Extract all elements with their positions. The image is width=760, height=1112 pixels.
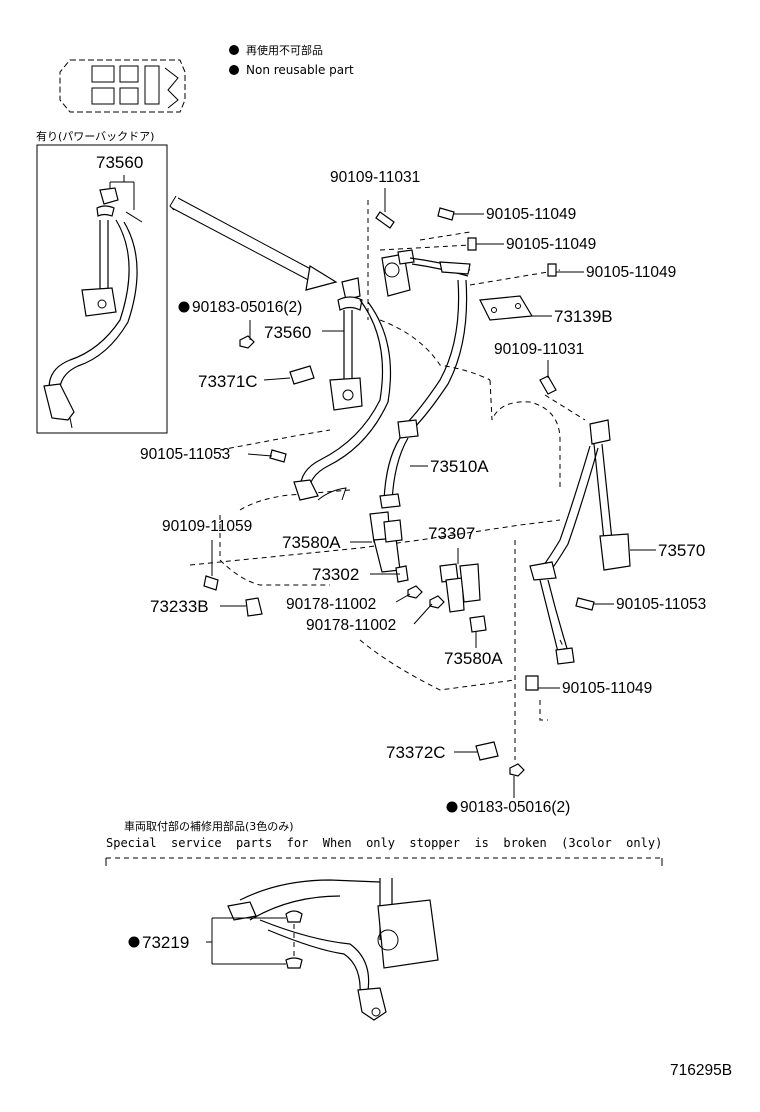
- part-label-90105-11049-d: 90105-11049: [562, 680, 652, 697]
- part-label-90105-11049-c: 90105-11049: [586, 264, 676, 281]
- part-label-90105-11049-a: 90105-11049: [486, 206, 576, 223]
- part-label-90109-11031-top: 90109-11031: [330, 169, 420, 186]
- part-label-90105-11053-left: 90105-11053: [140, 446, 230, 463]
- part-label-90178-11002-b: 90178-11002: [306, 617, 396, 634]
- non-reusable-bullet-icon: [178, 301, 190, 313]
- cover-73371C: [289, 365, 315, 385]
- service-caption-en: Special service parts for When only stop…: [106, 836, 662, 850]
- service-caption-jp: 車両取付部の補修用部品(3色のみ): [124, 819, 294, 833]
- belt-73570: [529, 419, 631, 665]
- part-label-73139B: 73139B: [554, 307, 613, 326]
- part-label-73570: 73570: [658, 541, 705, 560]
- part-label-90183-05016-bottom: 90183-05016(2): [460, 799, 570, 816]
- part-label-90109-11031-mid: 90109-11031: [494, 341, 584, 358]
- belt-73510A: [379, 249, 471, 509]
- part-label-90178-11002-a: 90178-11002: [286, 596, 376, 613]
- figure-number: 716295B: [670, 1062, 732, 1079]
- cap-73233B: [245, 597, 263, 617]
- non-reusable-bullet-icon: [229, 45, 239, 55]
- part-label-90183-05016-top: 90183-05016(2): [192, 299, 302, 316]
- part-label-90105-11053-right: 90105-11053: [616, 596, 706, 613]
- non-reusable-bullet-icon: [446, 801, 458, 813]
- leader-lines: [211, 188, 656, 798]
- part-label-73371C: 73371C: [198, 372, 258, 391]
- legend: 再使用不可部品 Non reusable part: [229, 43, 354, 77]
- part-label-73560-inset: 73560: [96, 153, 143, 172]
- buckle-73580A-left: [369, 511, 409, 583]
- legend-en: Non reusable part: [246, 63, 354, 77]
- buckle-73580A-right: [439, 563, 487, 633]
- part-label-73560: 73560: [264, 323, 311, 342]
- belt-73560: [293, 277, 392, 501]
- non-reusable-bullet-icon: [128, 936, 140, 948]
- bolts: [203, 207, 595, 691]
- seat-outline: [189, 200, 586, 760]
- bracket-73139B: [479, 295, 534, 321]
- part-label-73219: 73219: [142, 933, 189, 952]
- part-label-90105-11049-b: 90105-11049: [506, 236, 596, 253]
- part-label-73510A: 73510A: [430, 457, 489, 476]
- part-label-73580A-right: 73580A: [444, 649, 503, 668]
- inset-power-back-door: 有り(パワーバックドア) 73560: [36, 129, 168, 434]
- non-reusable-bullet-icon: [229, 65, 239, 75]
- vehicle-rear-icon: [59, 59, 186, 113]
- cover-73372C: [475, 741, 499, 761]
- inset-caption: 有り(パワーバックドア): [36, 129, 154, 143]
- part-label-73302: 73302: [312, 565, 359, 584]
- inset-arrow: [169, 195, 338, 291]
- part-label-73233B: 73233B: [150, 597, 209, 616]
- legend-jp: 再使用不可部品: [246, 43, 323, 57]
- service-section: 車両取付部の補修用部品(3色のみ) Special service parts …: [105, 819, 663, 1021]
- part-label-73372C: 73372C: [386, 743, 446, 762]
- part-label-90109-11059: 90109-11059: [162, 518, 252, 535]
- part-label-73580A-left: 73580A: [282, 533, 341, 552]
- part-label-73307: 73307: [428, 524, 475, 543]
- part-labels: 90109-11031 90105-11049 90105-11049 9010…: [140, 169, 706, 816]
